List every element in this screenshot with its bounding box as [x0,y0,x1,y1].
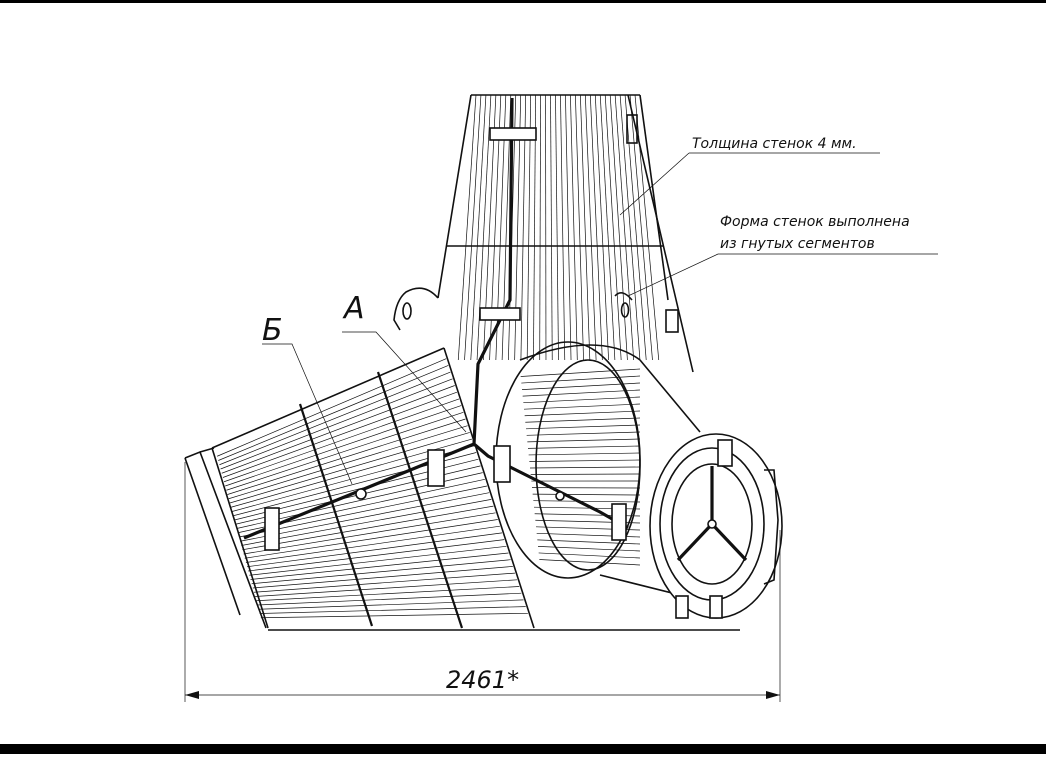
outlet-bottom-clamp-left [676,596,688,618]
left-cone-segment-line [249,546,506,575]
left-flange-outer [185,452,266,628]
wall-shape-note-line2: из гнутых сегментов [720,236,875,252]
outlet-bottom-clamp-right [710,596,722,618]
section-a-leader [342,332,466,432]
vertical-cone-left-lug [394,288,438,330]
left-cone-segment-line [217,359,446,457]
right-cone-segment-line [529,453,640,455]
right-cone-segment-line [525,418,640,422]
right-cone-segment-line [527,432,640,435]
outlet-hub [708,520,716,528]
vertical-cone-segment-line [615,95,634,360]
left-cone-segment-line [242,506,493,550]
right-cone-segment-line [524,404,640,409]
right-cone-segment-line [539,553,640,558]
right-cone-segment-line [523,390,640,396]
left-cone-segment-line [252,560,511,584]
rod-coupling-right [556,492,564,500]
right-cone-segment-line [526,425,640,429]
vertical-cone-segment-line [625,95,646,360]
vertical-cone-segment-line [580,95,589,360]
left-cone [185,348,534,628]
left-cone-segment-line [261,613,528,617]
right-cone-segment-line [521,369,640,377]
right-cone-segment-line [530,467,640,468]
outlet-flange [650,434,782,618]
right-cone-segment-line [527,439,640,442]
left-cone-segment-line [247,533,502,567]
left-cone-segment-line [218,365,448,460]
vertical-cone-segment-line [630,95,652,360]
clamp-junction-right [494,446,510,482]
vertical-cone-segment-line [551,95,553,360]
vertical-cone-left-edge [438,95,471,298]
left-cone-hatching [217,359,528,618]
section-b-leader [262,344,352,484]
left-cone-flange-edge [212,448,268,628]
vertical-cone-segment-line [560,95,564,360]
vertical-cone-segment-line [635,95,659,360]
right-cone-segment-line [533,501,640,502]
left-cone-segment-line [257,593,521,605]
wall-thickness-note: Толщина стенок 4 мм. [692,136,857,152]
clamp-top [490,128,536,140]
section-label-a: А [342,291,365,326]
right-cone-segment-line [533,494,640,495]
right-cone-segment-line [528,446,640,448]
rod-coupling [356,489,366,499]
dimension-value: 2461* [446,666,519,694]
vertical-cone-segment-line [590,95,602,360]
bottom-border-bar [0,744,1046,754]
right-cone-segment-line [531,474,640,475]
right-cone-segment-line [539,559,640,565]
left-cone-segment-line [224,399,459,482]
left-cone-segment-line [219,372,450,465]
right-cone-top-edge [640,360,700,432]
dimension-arrow-left [185,691,199,699]
right-cone-segment-line [523,397,640,403]
section-label-b: Б [262,313,283,348]
clamp-junction-left [428,450,444,486]
left-cone-segment-line [253,566,513,588]
clamp-right-cone [612,504,626,540]
left-cone-segment-line [246,526,500,562]
clamp-upper-mid [480,308,520,320]
right-mid-bracket [666,310,678,332]
right-lug-hole [622,303,629,317]
vertical-cone-segment-line [565,95,571,360]
left-cone-segment-line [221,379,453,469]
dimension-arrow-right [766,691,780,699]
right-cone-segment-line [538,546,640,551]
vertical-cone-segment-line [585,95,596,360]
top-border-bar [0,0,1046,3]
wall-shape-note-line1: Форма стенок выполнена [720,214,910,230]
vertical-cone-segment-line [556,95,559,360]
left-cone-right-edge [444,348,534,628]
vertical-cone-segment-line [595,95,608,360]
clamp-left-cone [265,508,279,550]
left-cone-segment-line [245,520,498,559]
vertical-cone-segment-line [540,95,541,360]
vertical-cone [394,95,693,372]
left-lug-hole [403,303,411,319]
outlet-top-clamp [718,440,732,466]
left-cone-segment-line [225,406,461,486]
right-cone-segment-line [529,460,640,461]
